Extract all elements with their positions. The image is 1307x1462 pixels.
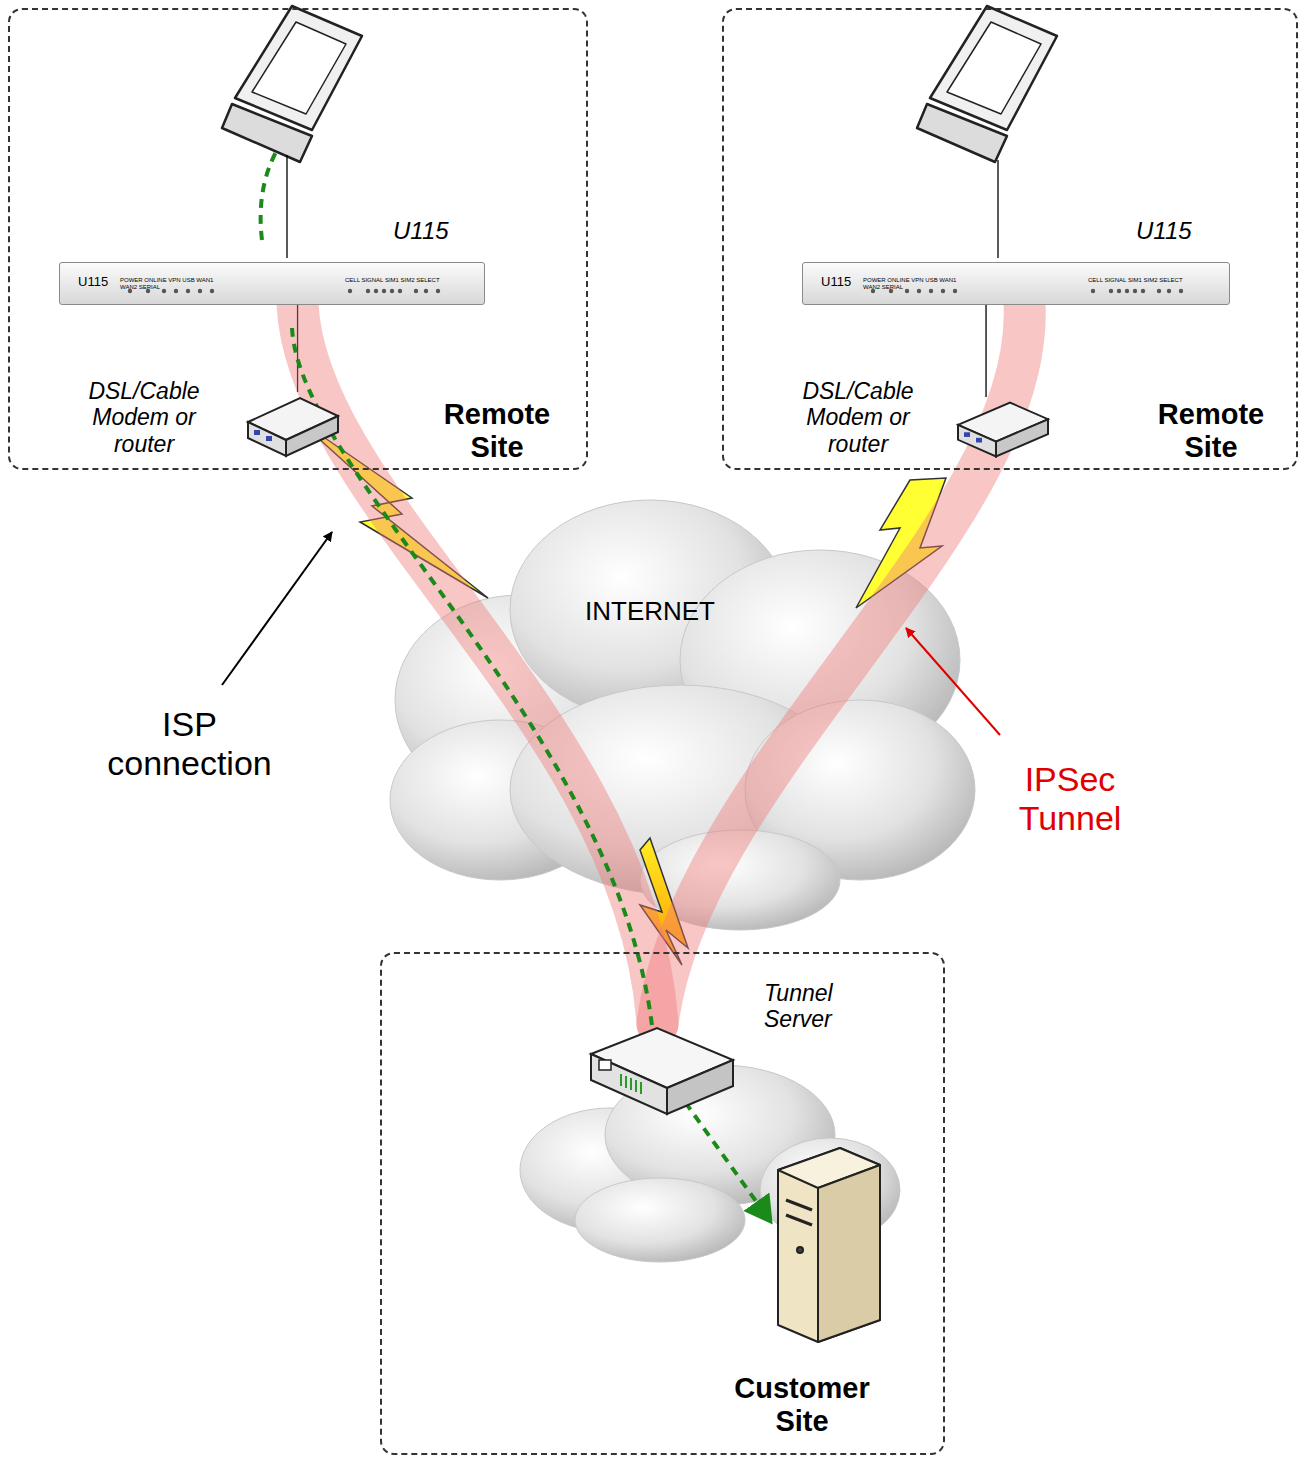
ipsec-tunnel-band bbox=[298, 305, 658, 1024]
led-row bbox=[803, 263, 1229, 304]
laptop bbox=[222, 6, 362, 162]
annotation-label: INTERNET bbox=[585, 597, 765, 627]
cable bbox=[286, 155, 287, 258]
node-label: DSL/Cable Modem or router bbox=[792, 378, 924, 457]
tunnel-server: Tunnel Server bbox=[587, 1024, 737, 1119]
node-label: Customer Site bbox=[712, 1372, 892, 1439]
node-label: Remote Site bbox=[422, 398, 572, 465]
cable bbox=[997, 160, 998, 258]
laptop bbox=[917, 6, 1057, 162]
annotation-label: IPSec Tunnel bbox=[990, 760, 1150, 838]
node-label: DSL/Cable Modem or router bbox=[78, 378, 210, 457]
ipsec-tunnel-band bbox=[658, 305, 1025, 1024]
leader-arrow bbox=[906, 628, 1000, 735]
modem-icon bbox=[242, 392, 342, 462]
panel-label: POWER ONLINE VPN USB WAN1 WAN2 SERIAL bbox=[120, 277, 230, 291]
site-region: Remote SiteU115U115POWER ONLINE VPN USB … bbox=[722, 8, 1298, 470]
tunnel-server-icon bbox=[587, 1024, 737, 1119]
site-region: Remote SiteU115U115POWER ONLINE VPN USB … bbox=[8, 8, 588, 470]
node-label: Remote Site bbox=[1136, 398, 1286, 465]
node-label: U115 bbox=[1136, 217, 1216, 245]
modem-router: DSL/Cable Modem or router bbox=[952, 397, 1052, 462]
panel-label: U115 bbox=[821, 275, 861, 290]
node-label: U115 bbox=[393, 217, 473, 245]
site-region: Customer Site Tunnel Server bbox=[380, 952, 945, 1455]
leader-arrow bbox=[222, 532, 332, 685]
modem-router: DSL/Cable Modem or router bbox=[242, 392, 342, 462]
cable bbox=[985, 305, 986, 397]
u115-device: U115U115POWER ONLINE VPN USB WAN1 WAN2 S… bbox=[59, 262, 485, 305]
panel-label: POWER ONLINE VPN USB WAN1 WAN2 SERIAL bbox=[863, 277, 973, 291]
data-flow-line bbox=[261, 152, 276, 240]
led-row bbox=[60, 263, 484, 304]
panel-label: CELL SIGNAL SIM1 SIM2 SELECT bbox=[345, 277, 445, 284]
data-flow-line bbox=[292, 328, 768, 1218]
annotation-label: ISP connection bbox=[92, 705, 287, 783]
u115-device: U115U115POWER ONLINE VPN USB WAN1 WAN2 S… bbox=[802, 262, 1230, 305]
panel-label: U115 bbox=[78, 275, 118, 290]
node-label: Tunnel Server bbox=[764, 980, 856, 1033]
modem-icon bbox=[952, 397, 1052, 462]
server-tower bbox=[778, 1148, 880, 1342]
panel-label: CELL SIGNAL SIM1 SIM2 SELECT bbox=[1088, 277, 1188, 284]
